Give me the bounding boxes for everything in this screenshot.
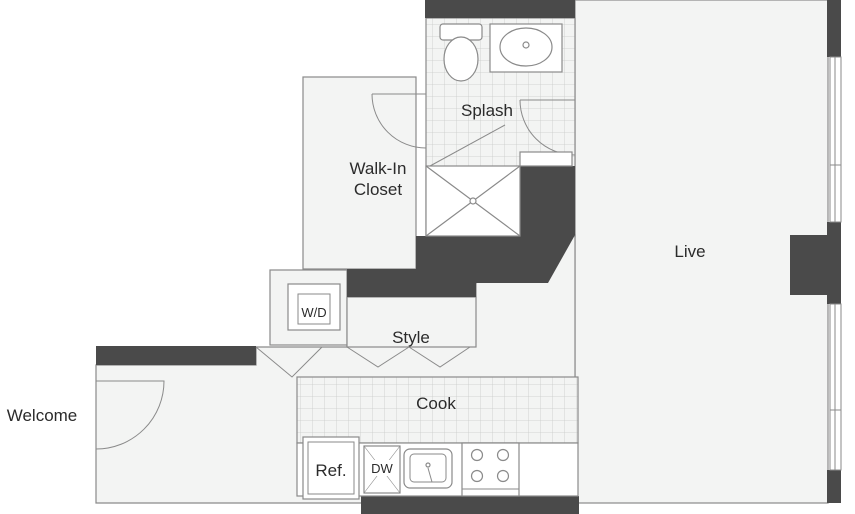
shower-bench (519, 151, 573, 167)
cooktop (461, 442, 520, 497)
wall-entry-top (96, 346, 256, 365)
sink-basin (499, 27, 553, 67)
wall-column (790, 235, 830, 295)
wall-bath-core (347, 166, 575, 297)
room-label-closet-line1: Walk-In (350, 159, 407, 178)
washer-dryer-label: W/D (301, 305, 326, 320)
closet-floor (302, 76, 417, 270)
style-bifold-right (408, 346, 471, 368)
refrigerator-label: Ref. (315, 461, 346, 480)
dishwasher-label: DW (371, 461, 393, 476)
closet-door-swing (371, 93, 427, 149)
wall-live-right-mid (827, 222, 841, 304)
kitchen-fixtures: Ref. DW (296, 436, 579, 500)
laundry: W/D (287, 283, 341, 331)
dishwasher (363, 445, 401, 494)
style-floor (346, 296, 477, 348)
style-bifold-left (346, 346, 410, 368)
laundry-bifold-door (255, 346, 323, 378)
room-label-cook: Cook (416, 394, 456, 413)
live-floor (574, 0, 829, 504)
washer-dryer-box (287, 283, 341, 331)
toilet-bowl (443, 36, 479, 82)
room-label-welcome: Welcome (7, 406, 78, 425)
wall-bath-top (425, 0, 575, 18)
entry-door-swing (95, 380, 165, 450)
room-label-splash: Splash (461, 101, 513, 120)
bath-fixtures (425, 23, 573, 237)
refrigerator (302, 436, 360, 500)
room-label-closet-line2: Closet (354, 180, 402, 199)
room-label-live: Live (674, 242, 705, 261)
room-labels: Splash Walk-In Closet Live Style Cook We… (7, 101, 706, 425)
walls (96, 0, 841, 514)
wall-kitchen-bottom (361, 496, 579, 514)
wall-live-right-bottom (827, 470, 841, 503)
cook-tile-floor (296, 376, 579, 444)
wall-live-right-top (827, 0, 841, 57)
room-label-style: Style (392, 328, 430, 347)
windows (829, 56, 842, 471)
